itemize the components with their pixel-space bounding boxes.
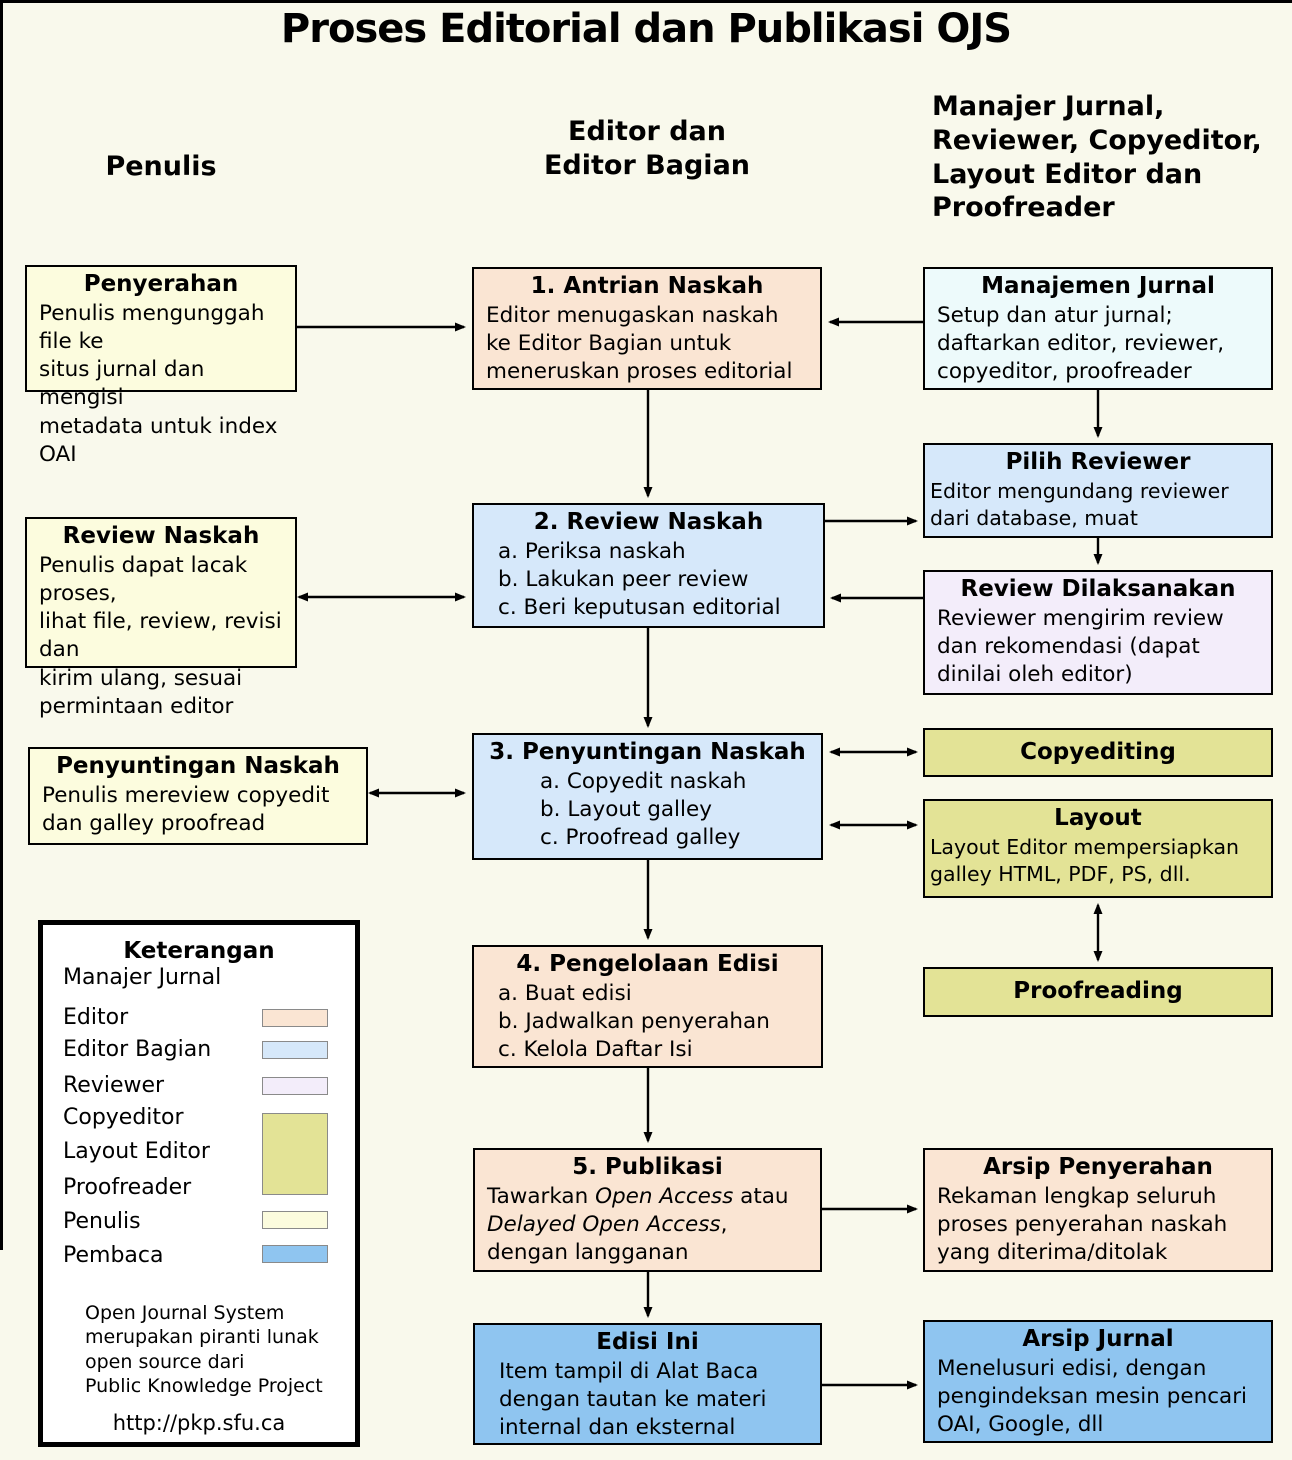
column-header-penulis: Penulis [105, 151, 217, 182]
legend-swatch-editor [262, 1009, 328, 1027]
box-arsip-penyerahan: Arsip Penyerahan Rekaman lengkap seluruh… [923, 1148, 1273, 1272]
legend: Keterangan Manajer Jurnal Editor Editor … [38, 920, 360, 1447]
box-body: Tawarkan Open Access atau Delayed Open A… [487, 1183, 789, 1266]
box-pengelolaan-edisi: 4. Pengelolaan Edisi a. Buat edisi b. Ja… [472, 945, 823, 1068]
box-proofreading: Proofreading [923, 967, 1273, 1017]
legend-url: http://pkp.sfu.ca [112, 1411, 286, 1435]
legend-label-manajer-jurnal: Manajer Jurnal [63, 965, 222, 990]
box-antrian-naskah: 1. Antrian Naskah Editor menugaskan nask… [472, 267, 822, 390]
frame-top-border [0, 0, 1292, 3]
column-header-editor: Editor dan Editor Bagian [543, 116, 751, 181]
legend-label-copyeditor: Copyeditor [63, 1105, 184, 1130]
box-body: Rekaman lengkap seluruh proses penyeraha… [937, 1183, 1228, 1266]
legend-label-layout-editor: Layout Editor [63, 1139, 210, 1164]
legend-label-pembaca: Pembaca [63, 1243, 164, 1268]
box-title: Pilih Reviewer [1005, 449, 1191, 475]
box-body: Editor mengundang reviewer dari database… [930, 478, 1229, 530]
box-publikasi: 5. Publikasi Tawarkan Open Access atau D… [473, 1148, 822, 1272]
legend-swatch-editor-bagian [262, 1041, 328, 1059]
box-title: 5. Publikasi [572, 1154, 723, 1180]
box-layout: Layout Layout Editor mempersiapkan galle… [923, 799, 1273, 898]
legend-swatch-reviewer [262, 1077, 328, 1095]
box-title: Arsip Penyerahan [983, 1154, 1213, 1180]
page-title: Proses Editorial dan Publikasi OJS [280, 6, 1012, 52]
box-title: 3. Penyuntingan Naskah [489, 739, 806, 765]
box-title: 1. Antrian Naskah [530, 273, 764, 299]
box-body: Setup dan atur jurnal; daftarkan editor,… [937, 302, 1225, 385]
box-body: Layout Editor mempersiapkan galley HTML,… [930, 834, 1240, 886]
box-title: Manajemen Jurnal [981, 273, 1215, 299]
box-body: a. Periksa naskah b. Lakukan peer review… [498, 538, 781, 621]
legend-swatch-copyeditor-layout-proofreader [262, 1113, 328, 1195]
box-body: Item tampil di Alat Baca dengan tautan k… [499, 1358, 767, 1441]
box-review-dilaksanakan: Review Dilaksanakan Reviewer mengirim re… [923, 570, 1273, 695]
box-body: Penulis dapat lacak proses, lihat file, … [39, 552, 282, 719]
box-title: Arsip Jurnal [1022, 1326, 1174, 1352]
box-body: Editor menugaskan naskah ke Editor Bagia… [486, 302, 793, 385]
box-penyerahan: Penyerahan Penulis mengunggah file ke si… [25, 265, 297, 467]
box-manajemen-jurnal: Manajemen Jurnal Setup dan atur jurnal; … [923, 267, 1273, 390]
frame-left-border [0, 0, 3, 1250]
box-title: Edisi Ini [596, 1329, 699, 1355]
box-body: Penulis mereview copyedit dan galley pro… [42, 782, 330, 837]
column-header-manajer: Manajer Jurnal, Reviewer, Copyeditor, La… [932, 91, 1262, 224]
legend-label-editor-bagian: Editor Bagian [63, 1037, 212, 1062]
legend-swatch-pembaca [262, 1245, 328, 1263]
box-arsip-jurnal: Arsip Jurnal Menelusuri edisi, dengan pe… [923, 1320, 1273, 1443]
legend-footer: Open Journal System merupakan piranti lu… [85, 1302, 323, 1397]
box-review-naskah-penulis: Review Naskah Penulis dapat lacak proses… [25, 517, 297, 719]
box-title: Review Dilaksanakan [960, 576, 1236, 602]
box-title: Layout [1054, 805, 1142, 831]
box-title: 4. Pengelolaan Edisi [516, 951, 779, 977]
legend-label-proofreader: Proofreader [63, 1175, 192, 1200]
legend-label-reviewer: Reviewer [63, 1073, 165, 1098]
box-body: a. Buat edisi b. Jadwalkan penyerahan c.… [498, 980, 770, 1063]
box-penyuntingan-naskah-penulis: Penyuntingan Naskah Penulis mereview cop… [28, 747, 368, 845]
box-body: Menelusuri edisi, dengan pengindeksan me… [937, 1355, 1248, 1438]
box-edisi-ini: Edisi Ini Item tampil di Alat Baca denga… [473, 1323, 822, 1445]
box-title: 2. Review Naskah [533, 509, 764, 535]
box-body: a. Copyedit naskah b. Layout galley c. P… [540, 768, 747, 851]
box-body: Reviewer mengirim review dan rekomendasi… [937, 605, 1224, 688]
box-title: Penyerahan [83, 271, 239, 297]
box-title: Review Naskah [62, 523, 260, 549]
box-pilih-reviewer: Pilih Reviewer Editor mengundang reviewe… [923, 443, 1273, 538]
box-body: Penulis mengunggah file ke situs jurnal … [39, 300, 278, 467]
box-review-naskah: 2. Review Naskah a. Periksa naskah b. La… [472, 503, 825, 628]
box-penyuntingan-naskah: 3. Penyuntingan Naskah a. Copyedit naska… [472, 733, 823, 860]
box-copyediting: Copyediting [923, 728, 1273, 777]
legend-label-penulis: Penulis [63, 1209, 141, 1234]
box-title: Proofreading [1013, 978, 1183, 1004]
box-title: Copyediting [1020, 739, 1176, 765]
legend-title: Keterangan [123, 938, 275, 964]
legend-label-editor: Editor [63, 1005, 129, 1030]
box-title: Penyuntingan Naskah [56, 753, 340, 779]
legend-swatch-penulis [262, 1211, 328, 1229]
